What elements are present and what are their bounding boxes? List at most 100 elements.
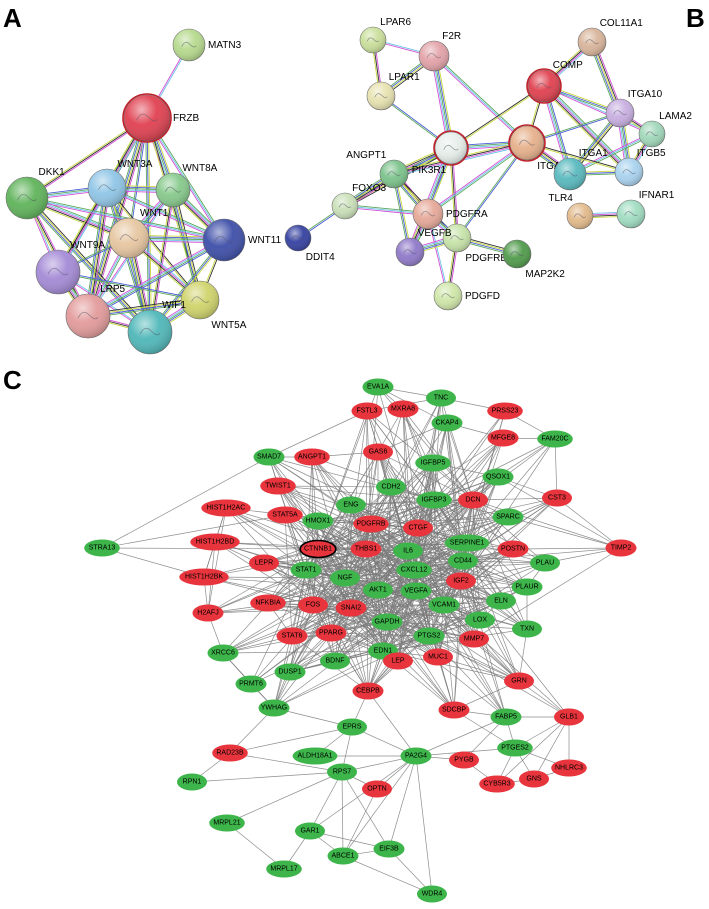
node-lox: LOX	[465, 611, 495, 629]
network-c-edge	[433, 397, 442, 501]
net-b-edge	[433, 55, 528, 144]
network-c-edge	[263, 562, 352, 609]
node-ptgs2: PTGS2	[413, 627, 445, 645]
network-c-edge	[370, 499, 474, 525]
node-structure-glyph	[585, 39, 599, 45]
node-ellipse	[315, 624, 347, 642]
network-c-edge	[367, 690, 417, 757]
network-c-edge	[472, 499, 622, 549]
net-b-edge	[543, 86, 652, 136]
node-label: PTGS2	[418, 633, 441, 640]
network-c-edge	[433, 437, 504, 501]
node-label: GRN	[511, 678, 527, 685]
network-c-edge	[317, 520, 352, 609]
node-ball-shade	[617, 200, 645, 228]
node-label: WNT11	[248, 235, 282, 246]
node-ellipse	[519, 770, 549, 788]
net-b-edge	[541, 87, 628, 175]
node-fabp5: FABP5	[490, 708, 522, 726]
node-label: LRP5	[100, 284, 125, 295]
net-a-edge	[88, 240, 225, 318]
node-ring	[433, 130, 469, 166]
network-c-edge	[533, 716, 570, 780]
network-c-edge	[366, 410, 372, 525]
node-label: ABCE1	[332, 853, 355, 860]
node-label: AKT1	[369, 587, 387, 594]
network-c-edge	[305, 499, 435, 571]
node-ellipse	[448, 552, 478, 570]
node-label: YWHAG	[261, 705, 287, 712]
network-c-edge	[289, 577, 346, 673]
node-hist1h2bd: HIST1H2BD	[190, 533, 240, 551]
node-ellipse	[190, 533, 240, 551]
node-tlr4: TLR4	[548, 193, 594, 230]
node-ellipse	[444, 534, 490, 552]
node-ellipse	[327, 763, 357, 781]
network-c-edge	[446, 422, 468, 544]
node-lepr: LEPR	[249, 554, 279, 572]
node-muc1: MUC1	[423, 648, 453, 666]
network-c-edge	[311, 456, 314, 606]
network-c-edge	[305, 523, 372, 571]
network-c-edge	[460, 580, 507, 718]
network-c-edge	[344, 462, 434, 579]
net-a-edge	[106, 188, 200, 301]
node-frzb: FRZB	[122, 93, 199, 143]
node-ellipse	[276, 627, 308, 645]
net-b-edge	[542, 86, 629, 174]
node-ellipse	[530, 554, 560, 572]
network-c-edge	[222, 604, 314, 654]
node-label: STRA13	[89, 545, 116, 552]
network-c-edge	[342, 755, 417, 857]
node-label: F2R	[442, 31, 461, 42]
node-label: LAMA2	[659, 111, 692, 122]
node-ellipse	[487, 429, 519, 447]
node-bdnf: BDNF	[320, 652, 350, 670]
node-label: GAS6	[369, 449, 388, 456]
network-c-edge	[402, 408, 435, 501]
network-c-edge	[433, 499, 528, 630]
node-igfbp5: IGFBP5	[415, 454, 451, 472]
node-ellipse	[294, 448, 330, 466]
node-ellipse	[423, 648, 453, 666]
network-c-edge	[413, 437, 504, 571]
network-c-edge	[417, 527, 445, 606]
panel-letter-a: A	[3, 3, 22, 33]
node-il6: IL6	[393, 542, 423, 560]
network-c-edge	[273, 607, 352, 709]
node-pdgfd: PDGFD	[433, 281, 500, 311]
network-c-edge	[207, 569, 307, 614]
node-fos: FOS	[298, 596, 328, 614]
node-label: CD44	[454, 558, 472, 565]
node-label: MMP7	[464, 636, 484, 643]
node-structure-glyph	[291, 235, 305, 241]
node-wnt8a: WNT8A	[155, 163, 218, 208]
network-c-edge	[366, 410, 435, 501]
network-c-edge	[417, 476, 499, 529]
node-itga10: ITGA10	[605, 89, 663, 128]
node-pa2g4: PA2G4	[400, 747, 432, 765]
node-ellipse	[511, 578, 543, 596]
node-ellipse	[542, 489, 572, 507]
node-label: ITGA10	[628, 89, 663, 100]
network-c-edge	[370, 437, 504, 525]
node-ctnnb1: CTNNB1	[299, 539, 337, 559]
node-plau: PLAU	[530, 554, 560, 572]
network-c-edge	[497, 476, 622, 549]
node-ywhag: YWHAG	[258, 699, 290, 717]
node-ellipse	[605, 539, 637, 557]
network-c-edge	[226, 822, 285, 870]
node-label: MATN3	[208, 40, 242, 51]
node-mfge8: MFGE8	[487, 429, 519, 447]
network-c-edge	[312, 451, 379, 606]
node-ellipse	[400, 747, 432, 765]
node-smad7: SMAD7	[253, 448, 285, 466]
node-structure-glyph	[450, 235, 464, 241]
node-serpine1: SERPINE1	[444, 534, 490, 552]
net-a-edge	[107, 187, 201, 300]
node-label: FOXO3	[352, 183, 386, 194]
node-mrpl21: MRPL21	[209, 814, 245, 832]
node-ellipse	[373, 840, 405, 858]
node-ellipse	[292, 747, 338, 765]
network-c-edge	[312, 604, 384, 652]
